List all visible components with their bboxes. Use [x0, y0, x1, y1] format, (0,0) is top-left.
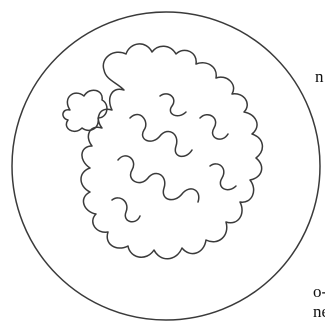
inner-squiggle-3 — [200, 115, 228, 139]
inner-squiggle-4 — [112, 198, 140, 222]
inner-squiggle-6 — [210, 164, 236, 190]
inner-squiggle-5 — [160, 94, 186, 116]
inner-squiggle-2 — [118, 156, 199, 202]
outer-circle — [12, 12, 320, 320]
inner-squiggle-1 — [130, 115, 192, 157]
convoluted-outer-outline — [81, 44, 262, 259]
